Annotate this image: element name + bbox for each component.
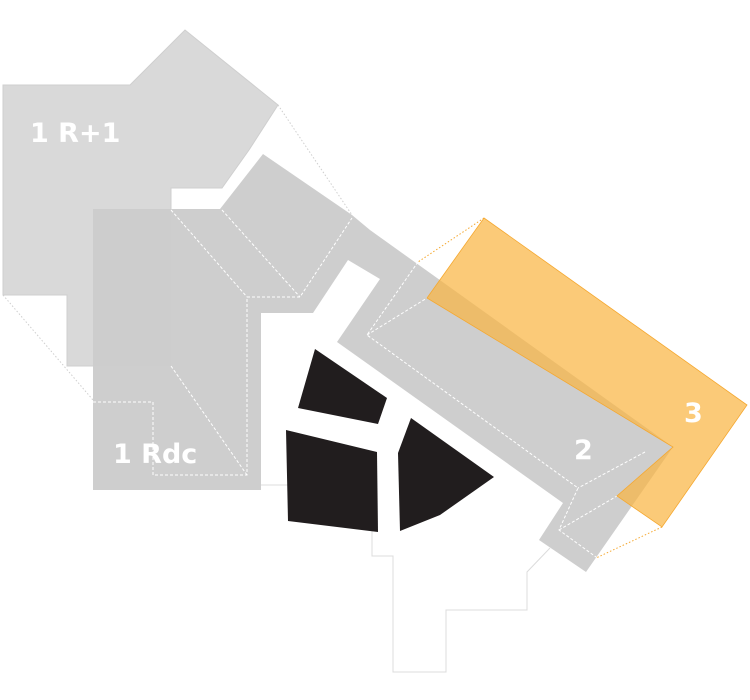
label-level-1-upper: 1 R+1 xyxy=(30,118,120,149)
label-zone-2: 2 xyxy=(574,435,593,466)
label-level-1-ground: 1 Rdc xyxy=(113,439,197,470)
internal-dashed-lines xyxy=(93,209,646,558)
zone-3-projection-lines xyxy=(417,217,663,559)
existing-building xyxy=(298,349,387,424)
existing-building xyxy=(398,418,494,531)
label-zone-3: 3 xyxy=(684,398,703,429)
building-outline xyxy=(371,530,551,673)
zone-3-highlight xyxy=(426,217,748,528)
level-1-upper-floor xyxy=(2,29,279,367)
existing-building xyxy=(286,430,378,532)
projection-lines xyxy=(2,104,353,401)
level-1-ground-floor-and-zone-2 xyxy=(93,154,673,572)
